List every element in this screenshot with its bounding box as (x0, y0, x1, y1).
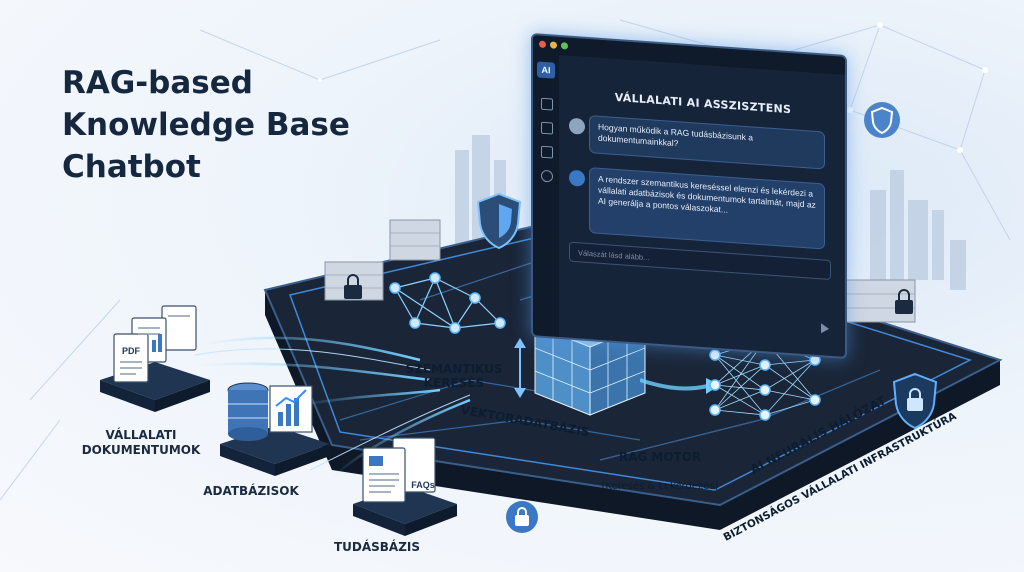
shield-lock-icon (892, 372, 938, 430)
chat-window: AI VÁLLALATI AI ASSZISZTENS Hogyan működ… (531, 33, 847, 360)
app-badge[interactable]: AI (537, 61, 555, 79)
chat-title: VÁLLALATI AI ASSZISZTENS (614, 90, 792, 117)
documents-label: VÁLLALATI DOKUMENTUMOK (81, 428, 201, 457)
close-window-button[interactable] (539, 40, 546, 49)
chat-icon[interactable] (541, 121, 553, 135)
documents-source (100, 305, 210, 412)
user-message: Hogyan működik a RAG tudásbázisunk a dok… (589, 115, 825, 170)
minimize-window-button[interactable] (550, 41, 557, 49)
shield-icon-top-right (864, 102, 900, 138)
send-icon[interactable] (821, 323, 829, 334)
settings-icon[interactable] (541, 169, 553, 183)
databases-source (220, 382, 330, 476)
rag-engine-subtitle: (Keresés & Lekérdezés) (601, 481, 719, 492)
user-avatar (569, 117, 585, 135)
lock-icon (506, 501, 538, 533)
rag-engine-title: RAG MOTOR (618, 450, 702, 464)
semantic-search-label: SZEMANTIKUS KERESÉS (405, 362, 503, 390)
rag-engine-label: RAG MOTOR (Keresés & Lekérdezés) (585, 436, 735, 494)
document-icon[interactable] (541, 145, 553, 159)
knowledge-base-source (353, 437, 457, 536)
pdf-file-tag: PDF (122, 346, 140, 356)
chat-input[interactable]: Válaszát lásd alább... (569, 241, 831, 280)
semantic-network (389, 272, 506, 334)
maximize-window-button[interactable] (561, 42, 568, 50)
databases-label: ADATBÁZISOK (203, 484, 299, 498)
home-icon[interactable] (541, 97, 553, 111)
arrow-icon (514, 338, 526, 398)
chat-sidebar: AI (533, 53, 559, 337)
page-title: RAG-based Knowledge Base Chatbot (62, 65, 350, 185)
bot-message: A rendszer szemantikus kereséssel elemzi… (589, 167, 825, 250)
faqs-file-tag: FAQs (411, 480, 435, 490)
shield-icon (476, 192, 522, 250)
bot-avatar (569, 169, 585, 187)
knowledge-base-label: TUDÁSBÁZIS (333, 540, 421, 554)
